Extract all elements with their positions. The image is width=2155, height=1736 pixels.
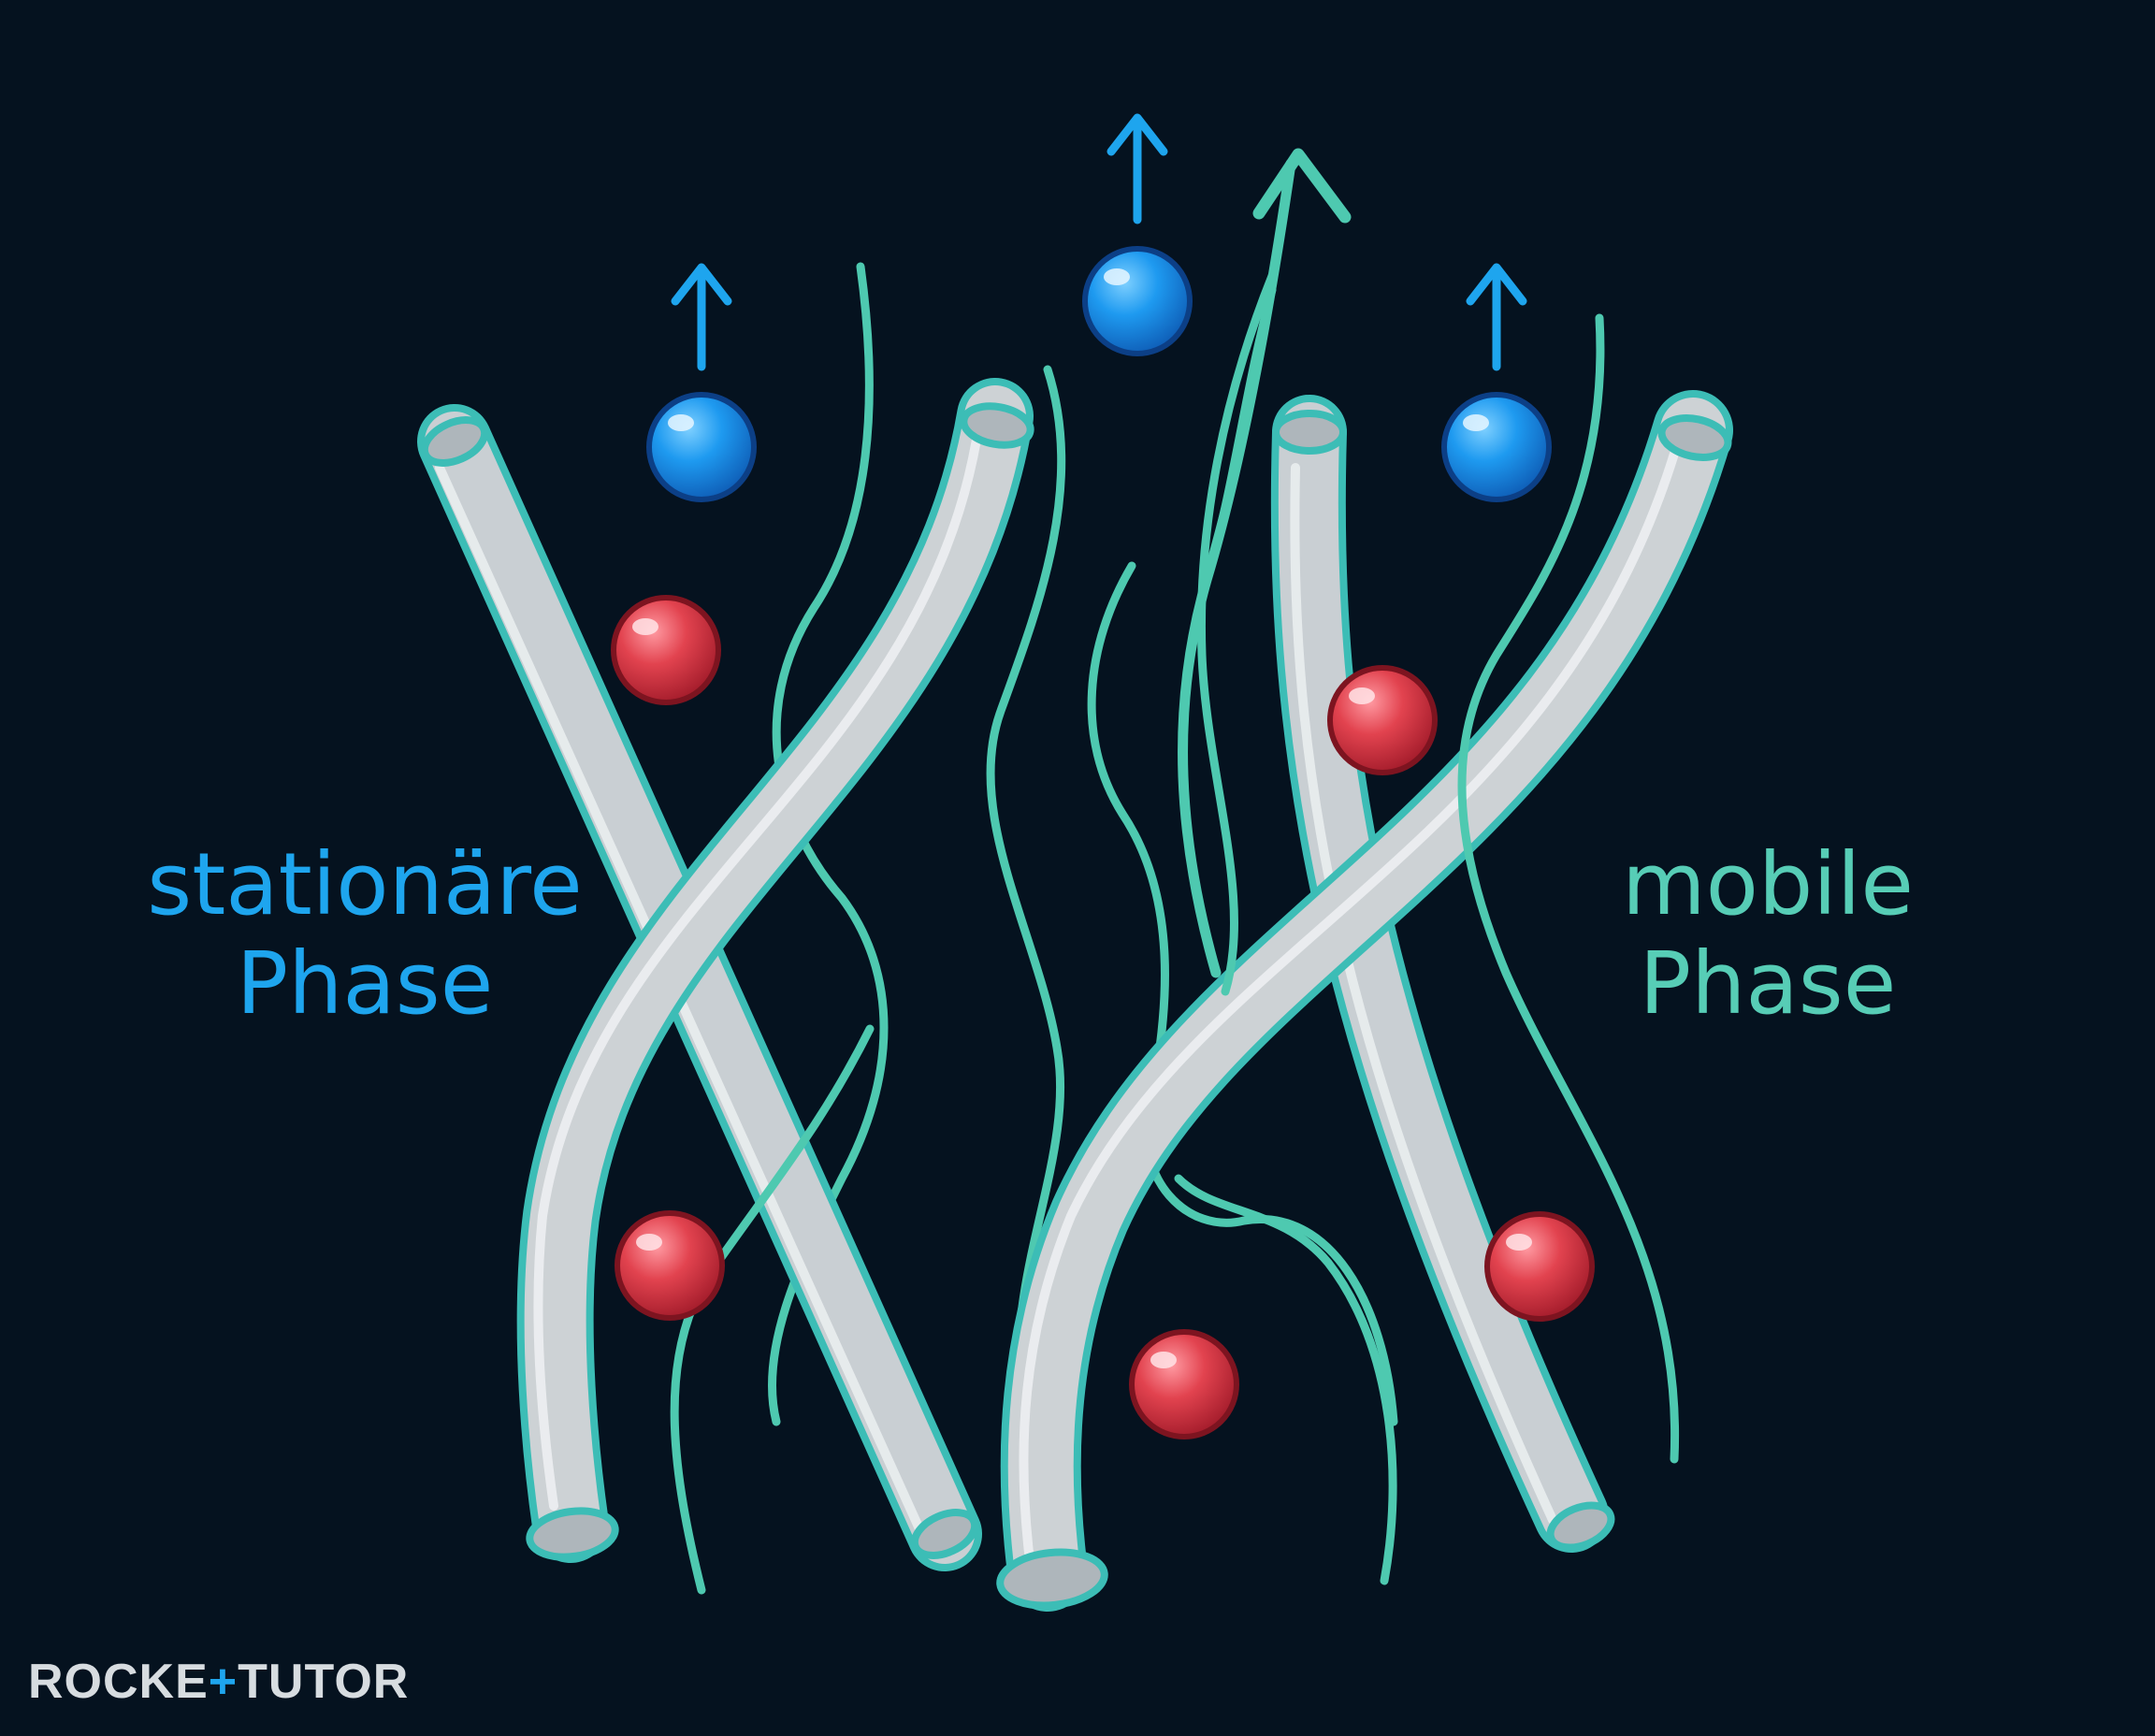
stationary-molecules: [611, 595, 1595, 1439]
red-molecule-icon: [1327, 665, 1438, 775]
stationary-fiber-b: [516, 378, 1034, 1563]
red-molecule-2: [1327, 665, 1438, 775]
flow-line-2: [986, 365, 1066, 1389]
mobile-phase-label-line2: Phase: [1639, 933, 1897, 1034]
red-molecule-1: [611, 595, 721, 705]
mobile-phase-label-line1: mobile: [1621, 834, 1915, 934]
blue-molecule-1: [646, 263, 757, 502]
stationary-fiber-c: [996, 390, 1733, 1612]
stationary-fiber-a: [417, 404, 982, 1571]
flow-direction-arrow: [1178, 148, 1352, 978]
arrow-up-icon: [1466, 263, 1527, 371]
red-molecule-icon: [1484, 1211, 1595, 1322]
arrow-up-icon: [671, 263, 732, 371]
red-molecule-icon: [611, 595, 721, 705]
logo-text-end: R: [372, 1655, 410, 1709]
red-molecule-3: [615, 1210, 725, 1321]
arrow-up-icon: [1106, 113, 1168, 224]
rocket-tutor-logo: ROCKE+TUTOR: [28, 1654, 409, 1710]
blue-molecule-icon: [1082, 246, 1193, 356]
red-molecule-5: [1129, 1329, 1239, 1439]
mobile-phase-label: mobile Phase: [1515, 835, 2020, 1034]
logo-plus-glyph: +: [208, 1655, 239, 1709]
blue-molecule-2: [1082, 113, 1193, 356]
stationary-phase-label: stationäre Phase: [103, 835, 627, 1034]
mobile-phase-flow-lines-front: [670, 271, 1680, 1595]
stationary-phase-label-line1: stationäre: [147, 834, 583, 934]
logo-text-right: TUTO: [238, 1655, 373, 1709]
mobile-molecules: [646, 113, 1552, 502]
flow-line-6: [1197, 271, 1277, 996]
red-molecule-4: [1484, 1211, 1595, 1322]
red-molecule-icon: [615, 1210, 725, 1321]
logo-text-left: ROCKE: [28, 1655, 209, 1709]
arrow-up-icon: [1178, 158, 1296, 978]
blue-molecule-icon: [646, 392, 757, 502]
red-molecule-icon: [1129, 1329, 1239, 1439]
stationary-phase-label-line2: Phase: [236, 933, 494, 1034]
flow-line-8: [1174, 1174, 1397, 1585]
blue-molecule-icon: [1441, 392, 1552, 502]
blue-molecule-3: [1441, 263, 1552, 502]
flow-line-7: [1457, 313, 1680, 1464]
